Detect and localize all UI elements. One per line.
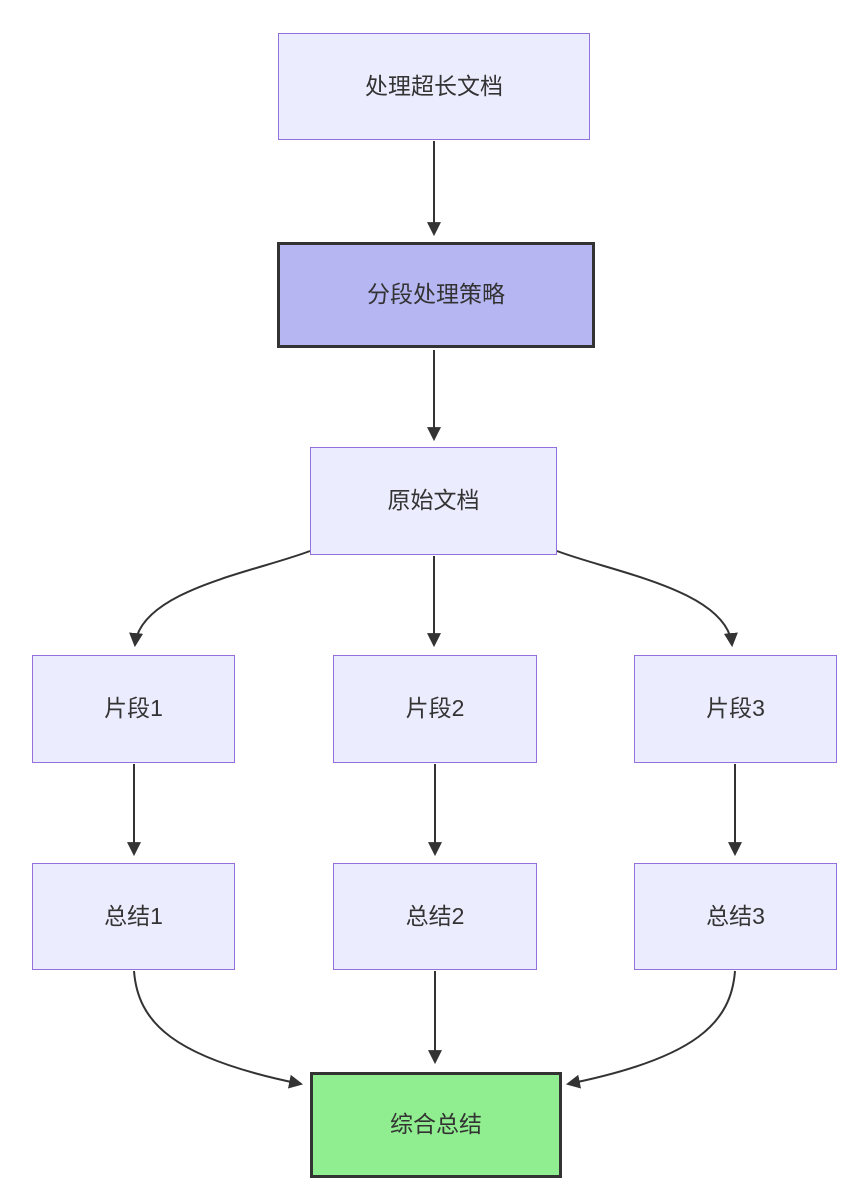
edge-C-D	[129, 550, 311, 648]
node-label: 分段处理策略	[367, 281, 505, 308]
edge-C-F	[556, 550, 738, 648]
node-summary-3: 总结3	[634, 863, 837, 970]
node-label: 片段3	[706, 695, 765, 722]
node-label: 总结3	[706, 902, 765, 929]
node-label: 总结2	[405, 902, 465, 929]
node-label: 总结1	[104, 902, 163, 929]
node-label: 片段1	[104, 695, 163, 722]
node-segment-2: 片段2	[333, 655, 537, 763]
node-label: 综合总结	[390, 1111, 482, 1138]
node-process-long-document: 处理超长文档	[278, 33, 590, 140]
node-summary-1: 总结1	[32, 863, 235, 970]
node-segmentation-strategy: 分段处理策略	[277, 242, 595, 348]
node-combined-summary: 综合总结	[310, 1072, 562, 1178]
node-segment-1: 片段1	[32, 655, 235, 763]
node-label: 原始文档	[387, 487, 480, 514]
node-original-document: 原始文档	[310, 447, 557, 555]
node-label: 片段2	[405, 695, 465, 722]
edge-I-J	[565, 970, 736, 1089]
edge-G-J	[133, 970, 304, 1089]
node-summary-2: 总结2	[333, 863, 537, 970]
node-segment-3: 片段3	[634, 655, 837, 763]
node-label: 处理超长文档	[365, 72, 503, 99]
